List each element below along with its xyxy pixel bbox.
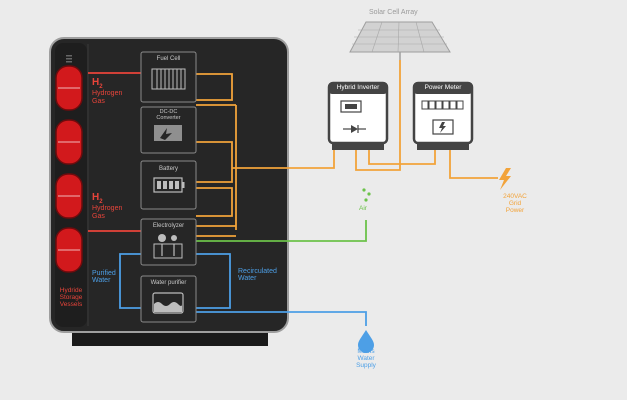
h2-top-formula: H2: [92, 77, 122, 90]
h2-top-line2: Gas: [92, 97, 105, 105]
h2-mid-subscript: 2: [99, 199, 103, 205]
air-label: Air: [359, 205, 367, 212]
mains-line3: Supply: [356, 361, 376, 369]
lightning-icon: [499, 168, 511, 190]
h2-top-label: H2 Hydrogen Gas: [92, 77, 123, 105]
fuel-cell-title: Fuel Cell: [156, 56, 181, 62]
h2-top-subscript: 2: [99, 84, 103, 90]
grid-line2: Power: [505, 206, 525, 214]
vessel: [55, 227, 83, 273]
grid-label: 240VAC Grid Power: [500, 193, 530, 214]
storage-line1: Hydride: [59, 287, 83, 294]
water-drop-icon: [358, 330, 374, 353]
vessel: [55, 119, 83, 165]
power-lines: [196, 60, 498, 237]
water-purifier-module: [140, 275, 197, 323]
h2-top-line1: Hydrogen: [92, 90, 123, 98]
electrolyzer-title: Electrolyzer: [152, 223, 185, 229]
hybrid-inverter: [327, 81, 389, 150]
mains-line1: Mains: [357, 348, 375, 355]
recirc-line2: Water: [238, 275, 257, 283]
battery-module: [140, 160, 197, 210]
power-meter: [412, 81, 474, 150]
h2-mid-formula: H2: [92, 192, 122, 205]
h2-mid-line1: Hydrogen: [92, 205, 123, 213]
mains-label: Mains Water Supply: [352, 348, 380, 369]
storage-label: Hydride Storage Vessels: [55, 287, 87, 308]
mains-line2: Water: [357, 354, 375, 362]
solar-panel-icon: [349, 21, 451, 60]
storage-line3: Vessels: [59, 300, 83, 308]
recirc-line1: Recirculated: [238, 268, 277, 275]
water-purifier-title: Water purifier: [150, 280, 187, 286]
meter-title: Power Meter: [424, 84, 462, 91]
inverter-title: Hybrid Inverter: [336, 84, 380, 91]
dcdc-converter-module: [140, 106, 197, 154]
solar-label: Solar Cell Array: [369, 9, 418, 16]
dcdc-line1: DC-DC: [159, 109, 178, 115]
fuel-cell-module: [140, 51, 197, 103]
recirc-label: Recirculated Water: [238, 268, 277, 283]
purified-line1: Purified: [92, 270, 116, 277]
battery-title: Battery: [158, 166, 178, 172]
vessel: [55, 65, 83, 111]
grid-line1: Grid: [508, 199, 522, 207]
h2-mid-label: H2 Hydrogen Gas: [92, 192, 123, 220]
h2-top-symbol: H: [92, 77, 100, 88]
vessel: [55, 173, 83, 219]
storage-line2: Storage: [59, 293, 83, 301]
grid-voltage: 240VAC: [503, 193, 527, 200]
water-lines: [119, 253, 367, 326]
dcdc-title: DC-DC Converter: [141, 109, 196, 122]
air-line: [196, 188, 371, 242]
storage-vessels: [55, 65, 83, 273]
h2-mid-symbol: H: [92, 192, 100, 203]
electrolyzer-module: [140, 218, 197, 266]
purified-label: Purified Water: [92, 270, 116, 285]
dcdc-line2: Converter: [156, 114, 181, 121]
h2-mid-line2: Gas: [92, 212, 105, 220]
hydrogen-lines: [88, 72, 141, 232]
purified-line2: Water: [92, 277, 111, 285]
